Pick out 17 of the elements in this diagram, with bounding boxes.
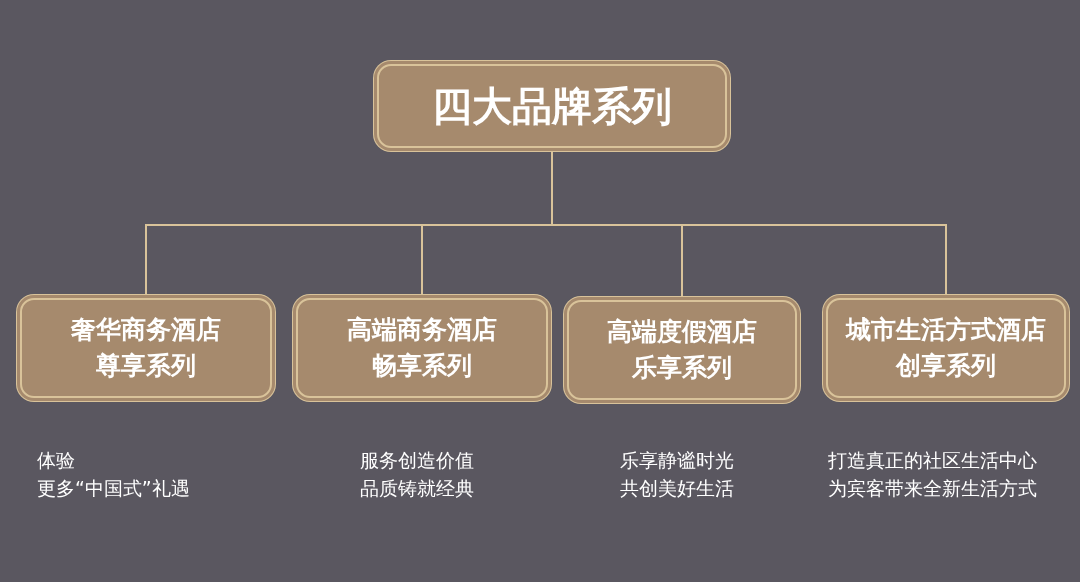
description-text: 打造真正的社区生活中心 xyxy=(828,448,1037,473)
description-text: 服务创造价值 xyxy=(360,448,474,473)
category-text: 尊享系列 xyxy=(96,350,196,382)
description-text: 为宾客带来全新生活方式 xyxy=(828,476,1037,501)
category-text: 创享系列 xyxy=(896,350,996,382)
description-text: 更多“中国式”礼遇 xyxy=(37,476,190,501)
category-text: 高端度假酒店 xyxy=(607,316,757,348)
category-text: 畅享系列 xyxy=(372,350,472,382)
description-text: 共创美好生活 xyxy=(620,476,734,501)
description-text: 品质铸就经典 xyxy=(360,476,474,501)
category-text: 乐享系列 xyxy=(632,352,732,384)
category-text: 城市生活方式酒店 xyxy=(846,314,1046,346)
category-text: 奢华商务酒店 xyxy=(71,314,221,346)
connector-line xyxy=(551,151,947,295)
description-text: 体验 xyxy=(37,448,75,473)
category-text: 高端商务酒店 xyxy=(347,314,497,346)
description-text: 乐享静谧时光 xyxy=(620,448,734,473)
